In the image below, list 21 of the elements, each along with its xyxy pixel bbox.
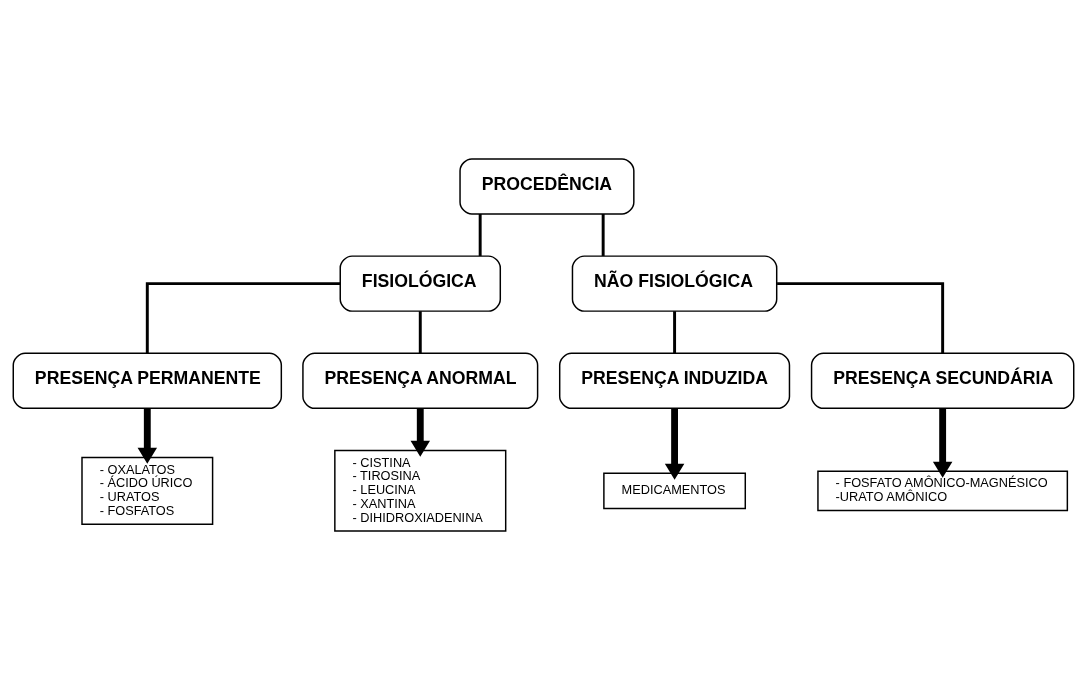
node-box: PRESENÇA SECUNDÁRIA [810,352,1075,409]
node-box: PROCEDÊNCIA [459,157,635,215]
connector [673,310,677,353]
node-box: - OXALATOS - ÁCIDO ÚRICO - URATOS - FOSFATOS [81,456,214,525]
connector [418,310,422,353]
node-box: PRESENÇA ANORMAL [302,352,539,409]
node-box: NÃO FISIOLÓGICA [571,254,778,312]
node-box: - FOSFATO AMÔNICO-MAGNÉSICO -URATO AMÔNICO [817,469,1069,511]
node-box: PRESENÇA PERMANENTE [12,352,283,409]
node-box: - CISTINA - TIROSINA - LEUCINA - XANTINA - DIHIDROXIADENINA [334,449,507,532]
node-box: MEDICAMENTOS [603,471,746,509]
connector [601,213,605,256]
node-box: PRESENÇA INDUZIDA [558,352,791,409]
arrow [664,408,685,480]
arrow [137,408,158,464]
node-box: FISIOLÓGICA [339,254,502,312]
connector [478,213,482,256]
connector [145,281,341,353]
arrow [410,408,430,457]
arrow [932,408,953,478]
connector [777,281,945,353]
